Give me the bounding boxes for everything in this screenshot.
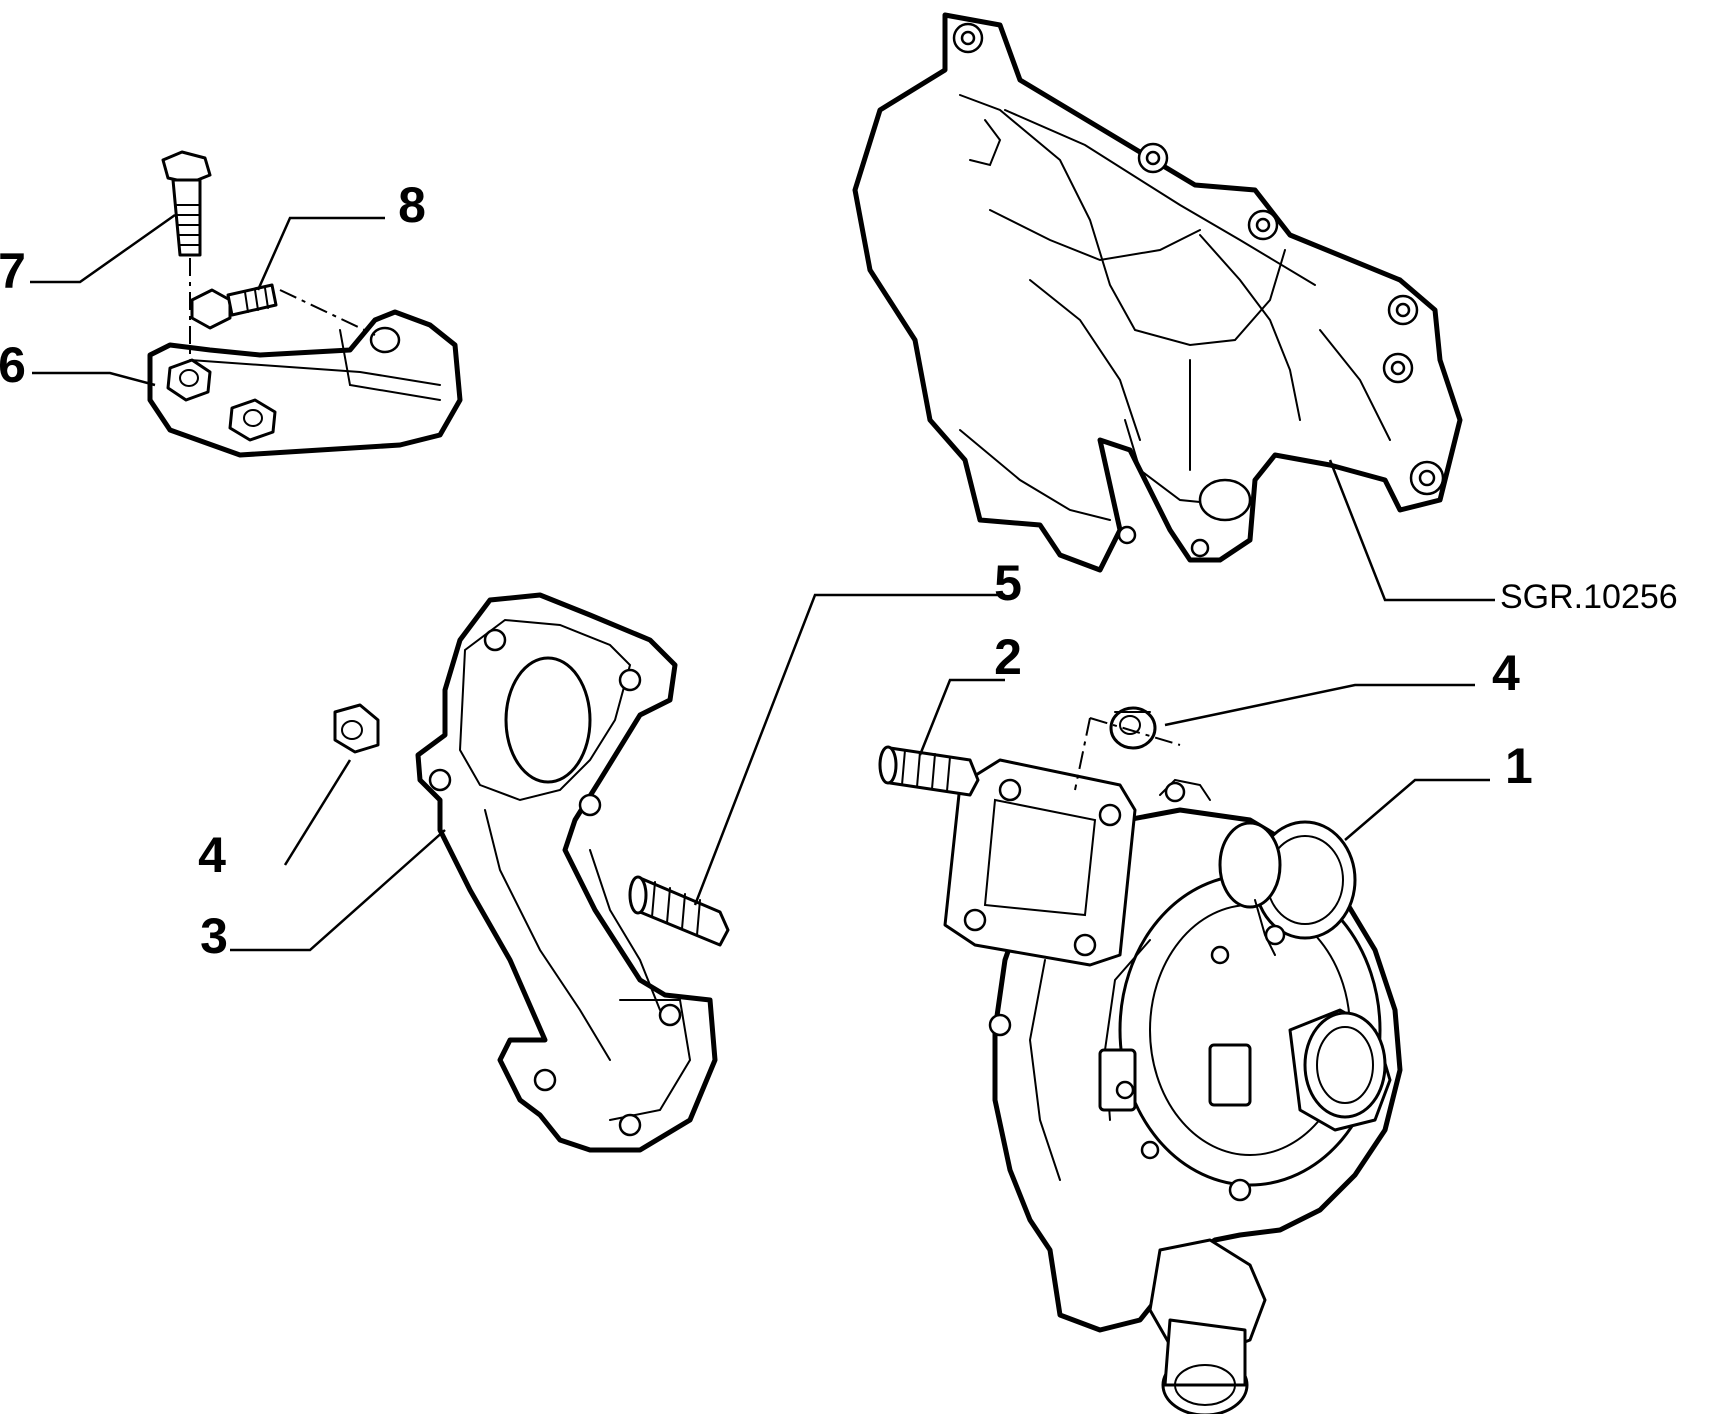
nut-part-4-left <box>333 703 380 754</box>
assembly-line-bolt-8 <box>279 289 376 336</box>
callout-2: 2 <box>994 629 1022 685</box>
callout-1: 1 <box>1505 738 1533 794</box>
callout-8: 8 <box>398 177 426 233</box>
leader-lines <box>30 213 1495 952</box>
stud-part-2 <box>878 745 980 797</box>
callout-3: 3 <box>200 908 228 964</box>
turbocharger <box>943 758 1403 1414</box>
callout-7: 7 <box>0 243 26 299</box>
callout-4-right: 4 <box>1492 645 1520 701</box>
bracket-part-6 <box>147 309 463 458</box>
exhaust-pipe-part-3 <box>415 592 718 1153</box>
reference-code: SGR.10256 <box>1500 578 1678 616</box>
stud-part-5 <box>628 875 730 947</box>
exhaust-manifold <box>852 12 1463 573</box>
bolt-part-8 <box>190 283 278 330</box>
callout-6: 6 <box>0 337 26 393</box>
bolt-part-7 <box>161 150 212 257</box>
callout-5: 5 <box>994 555 1022 611</box>
assembly-line-nut-right <box>1074 717 1181 791</box>
nut-part-4-right <box>1109 706 1157 750</box>
callout-4-left: 4 <box>198 827 226 883</box>
